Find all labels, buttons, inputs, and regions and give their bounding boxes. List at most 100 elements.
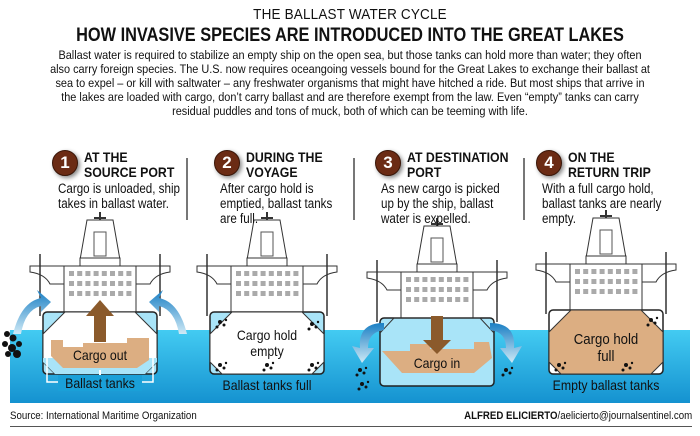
step-number-badge: 1	[52, 150, 78, 176]
step-title: DURING THE VOYAGE	[246, 149, 323, 180]
container	[118, 281, 124, 286]
divider	[353, 158, 355, 220]
container	[632, 269, 638, 274]
organism-dot	[628, 366, 632, 370]
cargo-hold	[209, 311, 325, 375]
organism-dot	[624, 363, 628, 367]
organism-dot	[364, 385, 368, 389]
organism-dot	[218, 320, 222, 324]
organism-dot	[316, 320, 320, 324]
container	[422, 287, 428, 292]
container	[463, 277, 469, 282]
organism-dot	[630, 361, 634, 365]
container	[455, 297, 461, 302]
container	[447, 287, 452, 292]
container	[110, 281, 115, 286]
container	[430, 297, 436, 302]
intake-arrow-icon	[149, 290, 187, 334]
container	[285, 291, 291, 296]
container	[599, 269, 605, 274]
container	[616, 269, 621, 274]
container	[110, 291, 115, 296]
container	[293, 291, 299, 296]
container	[575, 289, 580, 294]
hold-label: Cargo in	[414, 355, 461, 371]
organism-dot	[357, 387, 361, 391]
organism-dot	[557, 363, 561, 367]
container	[260, 271, 266, 276]
container	[616, 289, 621, 294]
container	[118, 271, 124, 276]
organism-dot	[269, 366, 273, 370]
container	[632, 279, 638, 284]
organism-cluster	[9, 334, 17, 342]
organism-dot	[649, 318, 653, 322]
container	[455, 287, 461, 292]
container	[268, 281, 274, 286]
organism-dot	[218, 363, 222, 367]
organism-dot	[310, 363, 314, 367]
container	[455, 277, 461, 282]
container	[583, 289, 589, 294]
organism-dot	[265, 363, 269, 367]
organism-cluster	[2, 341, 8, 347]
container	[406, 287, 411, 292]
credit-name: ALFRED ELICIERTO	[463, 410, 558, 422]
container	[607, 289, 613, 294]
hold-label: Cargo hold	[237, 327, 297, 343]
container-stack	[569, 263, 643, 311]
container	[85, 291, 91, 296]
organism-dot	[222, 323, 226, 327]
container	[591, 289, 597, 294]
container	[85, 281, 91, 286]
container	[624, 279, 630, 284]
organism-dot	[316, 361, 320, 365]
container	[110, 271, 115, 276]
bridge	[246, 219, 288, 261]
container	[69, 281, 74, 286]
container	[575, 269, 580, 274]
container-stack	[400, 271, 474, 319]
container	[422, 277, 428, 282]
organism-dot	[224, 361, 228, 365]
cargo	[382, 342, 492, 373]
organism-dot	[655, 316, 659, 320]
organism-cluster	[8, 344, 16, 352]
container	[277, 281, 282, 286]
bridge-base	[246, 257, 288, 267]
organism-dot	[653, 321, 657, 325]
container	[607, 269, 613, 274]
step-description: As new cargo is picked up by the ship, b…	[381, 181, 500, 226]
container	[244, 291, 250, 296]
container	[624, 289, 630, 294]
organism-dot	[563, 361, 567, 365]
container	[236, 281, 241, 286]
organism-dot	[358, 368, 362, 372]
container	[422, 297, 428, 302]
container	[244, 281, 250, 286]
container	[252, 281, 258, 286]
step-number-badge: 3	[375, 150, 401, 176]
container	[118, 291, 124, 296]
container	[277, 291, 282, 296]
container	[285, 281, 291, 286]
organism-dot	[271, 361, 275, 365]
step-number-badge: 2	[214, 150, 240, 176]
container	[591, 269, 597, 274]
intake-arrow-icon	[13, 290, 51, 334]
container	[244, 271, 250, 276]
organism-dot	[314, 325, 318, 329]
cargo	[51, 338, 149, 368]
organism-dot	[310, 322, 314, 326]
container	[69, 291, 74, 296]
container	[447, 277, 452, 282]
bridge-base	[416, 263, 458, 273]
organism-dot	[501, 373, 505, 377]
organism-dot	[561, 366, 565, 370]
container	[463, 287, 469, 292]
organism-dot	[621, 368, 625, 372]
tank-label: Ballast tanks	[65, 375, 135, 391]
step-title: AT DESTINATION PORT	[407, 149, 509, 180]
container	[101, 281, 107, 286]
